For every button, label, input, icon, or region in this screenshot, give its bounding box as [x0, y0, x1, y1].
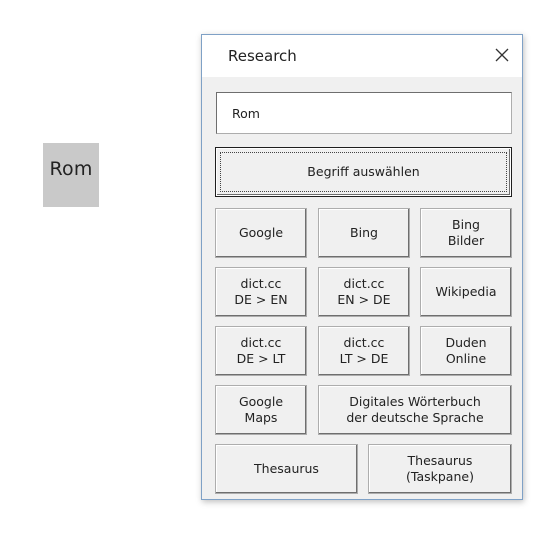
dict-de-lt-label: dict.cc DE > LT [236, 334, 286, 366]
dict-en-de-label: dict.cc EN > DE [337, 275, 391, 307]
dict-de-lt-button[interactable]: dict.cc DE > LT [215, 326, 307, 376]
dict-de-en-label: dict.cc DE > EN [234, 275, 288, 307]
bing-images-button[interactable]: Bing Bilder [420, 208, 512, 258]
bing-images-label: Bing Bilder [447, 216, 485, 248]
dwds-button[interactable]: Digitales Wörterbuch der deutsche Sprach… [318, 385, 512, 435]
thesaurus-taskpane-button[interactable]: Thesaurus (Taskpane) [368, 444, 512, 494]
bing-label: Bing [350, 224, 378, 240]
thesaurus-taskpane-label: Thesaurus (Taskpane) [406, 452, 474, 484]
close-icon [495, 48, 509, 62]
dict-lt-de-label: dict.cc LT > DE [339, 334, 389, 366]
thesaurus-label: Thesaurus [254, 460, 319, 476]
close-button[interactable] [488, 41, 516, 69]
dict-en-de-button[interactable]: dict.cc EN > DE [318, 267, 410, 317]
bing-button[interactable]: Bing [318, 208, 410, 258]
dwds-label: Digitales Wörterbuch der deutsche Sprach… [346, 393, 484, 425]
selected-cell[interactable]: Rom [43, 143, 99, 207]
pane-title: Research [228, 47, 297, 65]
google-label: Google [238, 224, 284, 240]
dict-lt-de-button[interactable]: dict.cc LT > DE [318, 326, 410, 376]
cell-text: Rom [49, 158, 93, 180]
research-pane: Research Begriff auswählen Google Bing B… [201, 34, 523, 500]
duden-button[interactable]: Duden Online [420, 326, 512, 376]
select-term-button[interactable]: Begriff auswählen [215, 147, 512, 197]
pane-titlebar: Research [202, 35, 522, 77]
google-maps-button[interactable]: Google Maps [215, 385, 307, 435]
duden-label: Duden Online [445, 334, 487, 366]
thesaurus-button[interactable]: Thesaurus [215, 444, 358, 494]
wikipedia-label: Wikipedia [435, 283, 497, 299]
dict-de-en-button[interactable]: dict.cc DE > EN [215, 267, 307, 317]
select-term-label: Begriff auswählen [307, 163, 420, 179]
search-input[interactable] [216, 92, 512, 134]
google-button[interactable]: Google [215, 208, 307, 258]
google-maps-label: Google Maps [238, 393, 284, 425]
wikipedia-button[interactable]: Wikipedia [420, 267, 512, 317]
